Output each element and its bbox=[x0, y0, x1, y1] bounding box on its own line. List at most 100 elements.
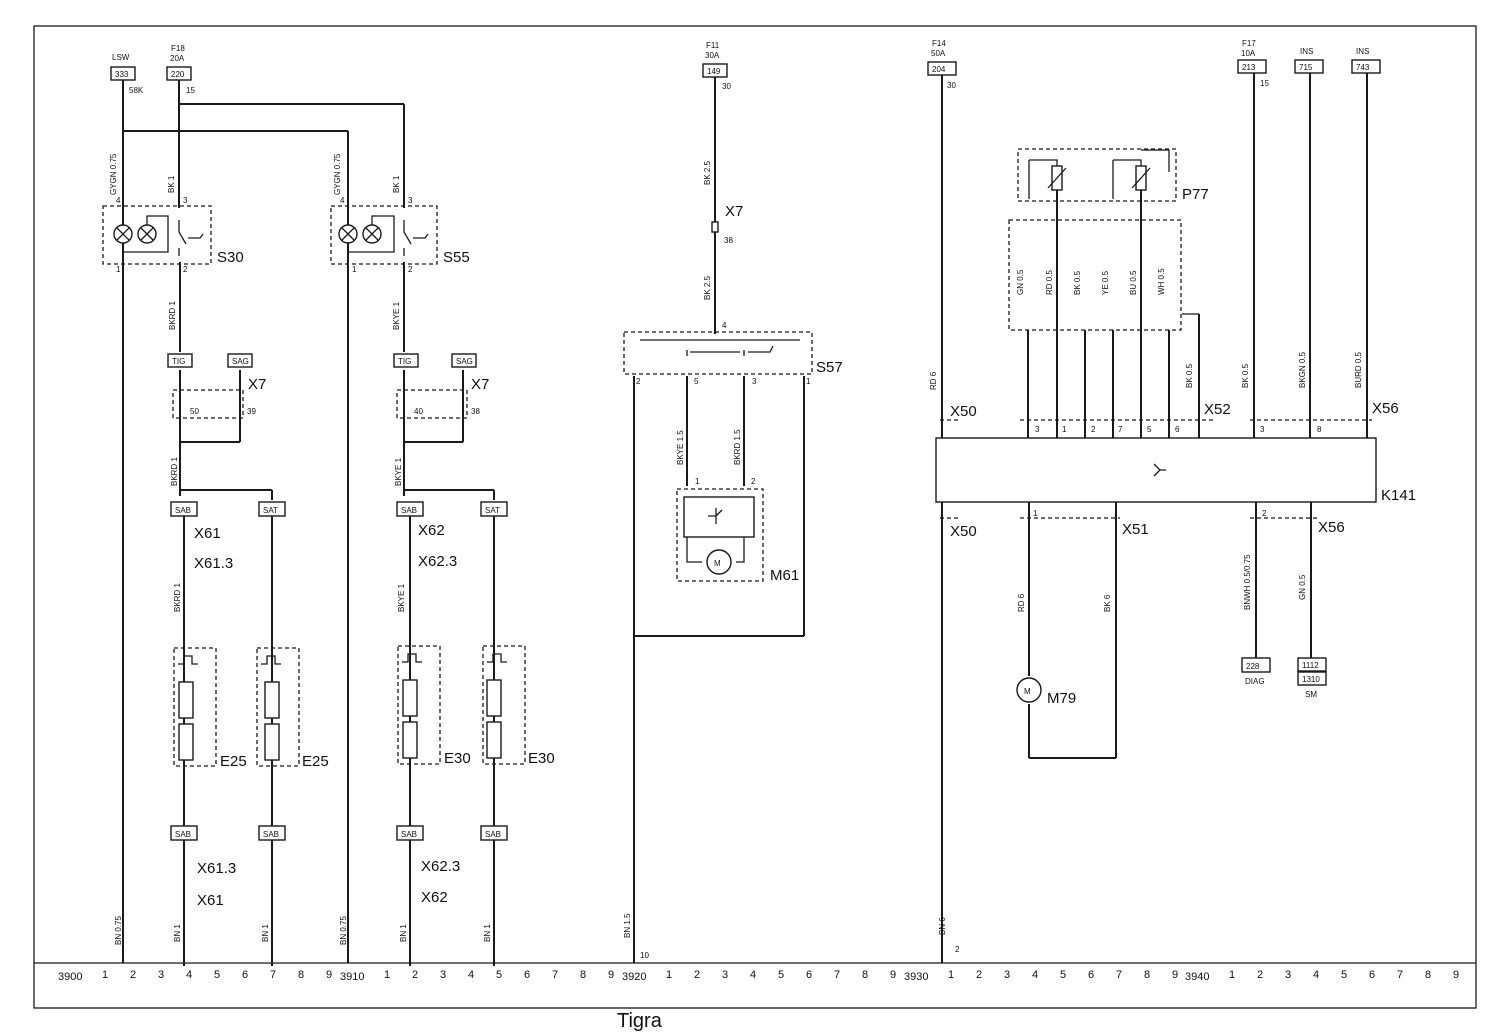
svg-text:1310: 1310 bbox=[1302, 675, 1320, 684]
svg-text:40: 40 bbox=[414, 407, 423, 416]
svg-text:2: 2 bbox=[1091, 425, 1096, 434]
svg-text:X7: X7 bbox=[248, 376, 266, 393]
svg-text:4: 4 bbox=[722, 321, 727, 330]
svg-text:333: 333 bbox=[115, 70, 129, 79]
svg-text:BKYE 1.5: BKYE 1.5 bbox=[676, 430, 685, 465]
svg-text:220: 220 bbox=[171, 70, 185, 79]
ruler-digit: 5 bbox=[1341, 969, 1347, 981]
svg-text:GN 0.5: GN 0.5 bbox=[1016, 269, 1025, 295]
ruler-digit: 2 bbox=[130, 969, 136, 981]
svg-text:1: 1 bbox=[695, 477, 700, 486]
fuse-lsw: LSW 333 58K bbox=[110, 53, 144, 95]
svg-text:SAB: SAB bbox=[401, 506, 417, 515]
svg-text:213: 213 bbox=[1242, 63, 1256, 72]
svg-text:SAG: SAG bbox=[456, 357, 473, 366]
svg-text:GN 0.5: GN 0.5 bbox=[1298, 574, 1307, 600]
ruler-digit: 3 bbox=[1285, 969, 1291, 981]
svg-text:3: 3 bbox=[1260, 425, 1265, 434]
ruler-digit: 9 bbox=[326, 969, 332, 981]
svg-text:BK 0.5: BK 0.5 bbox=[1241, 363, 1250, 388]
svg-text:BN 0.75: BN 0.75 bbox=[114, 916, 123, 945]
svg-text:X50: X50 bbox=[950, 523, 977, 540]
svg-text:6: 6 bbox=[1175, 425, 1180, 434]
svg-text:LSW: LSW bbox=[112, 53, 130, 62]
svg-text:BN 0.75: BN 0.75 bbox=[339, 916, 348, 945]
svg-text:SAT: SAT bbox=[485, 506, 500, 515]
svg-text:2: 2 bbox=[955, 945, 960, 954]
svg-text:30A: 30A bbox=[705, 51, 720, 60]
ruler-digit: 9 bbox=[1172, 969, 1178, 981]
ruler-digit: 2 bbox=[976, 969, 982, 981]
tags-e30: SAB SAT X62 X62.3 SAB SAB X62.3 X62 bbox=[396, 501, 508, 906]
svg-text:GYGN 0.75: GYGN 0.75 bbox=[333, 153, 342, 195]
svg-text:7: 7 bbox=[1118, 425, 1123, 434]
ruler-digit: 9 bbox=[608, 969, 614, 981]
ruler-digit: 5 bbox=[214, 969, 220, 981]
svg-text:X50: X50 bbox=[950, 403, 977, 420]
motor-m61: M M61 1 2 bbox=[676, 477, 799, 584]
ruler-digit: 5 bbox=[778, 969, 784, 981]
ruler-digit: 2 bbox=[412, 969, 418, 981]
svg-text:X61: X61 bbox=[197, 892, 224, 909]
ruler-digit: 4 bbox=[186, 969, 192, 981]
ruler-digit: 8 bbox=[862, 969, 868, 981]
heater-e30-b: E30 bbox=[482, 645, 555, 767]
wires-middle bbox=[633, 77, 805, 963]
svg-text:TIG: TIG bbox=[172, 357, 185, 366]
ruler-digit: 9 bbox=[890, 969, 896, 981]
ruler-digit: 3 bbox=[722, 969, 728, 981]
ruler-digit: 5 bbox=[496, 969, 502, 981]
svg-text:S57: S57 bbox=[816, 359, 843, 376]
svg-text:BKRD 1: BKRD 1 bbox=[173, 583, 182, 612]
svg-text:BK 2.5: BK 2.5 bbox=[703, 160, 712, 185]
svg-text:X51: X51 bbox=[1122, 521, 1149, 538]
svg-text:BN 1: BN 1 bbox=[261, 924, 270, 942]
svg-text:BN 1: BN 1 bbox=[483, 924, 492, 942]
wire-labels-left: GYGN 0.75 BK 1 GYGN 0.75 BK 1 BKRD 1 BKY… bbox=[109, 153, 492, 945]
svg-text:BKRD 1: BKRD 1 bbox=[170, 457, 179, 486]
ruler-digit: 3 bbox=[1004, 969, 1010, 981]
ruler-digit: 7 bbox=[270, 969, 276, 981]
svg-text:YE 0.5: YE 0.5 bbox=[1101, 270, 1110, 295]
ruler-digit: 6 bbox=[806, 969, 812, 981]
svg-text:2: 2 bbox=[1262, 509, 1267, 518]
sensor-p77: P77 bbox=[1017, 148, 1209, 203]
svg-text:30: 30 bbox=[947, 81, 956, 90]
svg-text:39: 39 bbox=[247, 407, 256, 416]
svg-text:M: M bbox=[1024, 687, 1031, 696]
svg-text:BK 0.5: BK 0.5 bbox=[1073, 270, 1082, 295]
svg-text:X61.3: X61.3 bbox=[197, 860, 236, 877]
svg-text:50A: 50A bbox=[931, 49, 946, 58]
svg-text:1: 1 bbox=[116, 265, 121, 274]
svg-text:BKYE 1: BKYE 1 bbox=[397, 583, 406, 612]
ruler-digit: 7 bbox=[1397, 969, 1403, 981]
svg-text:38: 38 bbox=[724, 236, 733, 245]
svg-text:X62: X62 bbox=[421, 889, 448, 906]
ruler-digit: 5 bbox=[1060, 969, 1066, 981]
svg-text:E25: E25 bbox=[220, 753, 247, 770]
svg-text:743: 743 bbox=[1356, 63, 1370, 72]
svg-text:BKYE 1: BKYE 1 bbox=[394, 457, 403, 486]
svg-text:BU 0.5: BU 0.5 bbox=[1129, 270, 1138, 295]
motor-m79: M M79 bbox=[1016, 677, 1076, 707]
svg-text:X62: X62 bbox=[418, 522, 445, 539]
svg-text:X56: X56 bbox=[1318, 519, 1345, 536]
ruler-digit: 6 bbox=[1088, 969, 1094, 981]
svg-text:15: 15 bbox=[1260, 79, 1269, 88]
fuse-ins-743: INS 743 bbox=[1351, 47, 1381, 74]
svg-text:1112: 1112 bbox=[1302, 661, 1319, 670]
svg-text:WH 0.5: WH 0.5 bbox=[1157, 268, 1166, 295]
svg-text:RD 6: RD 6 bbox=[929, 371, 938, 390]
svg-text:RD 0.5: RD 0.5 bbox=[1045, 270, 1054, 295]
fuse-f18: F18 20A 220 15 bbox=[166, 44, 195, 95]
ruler-digit: 3 bbox=[440, 969, 446, 981]
switch-s55: S55 4 3 1 2 bbox=[330, 196, 470, 274]
heater-e25-b: E25 bbox=[256, 647, 329, 770]
destination-sm: 1112 1310 SM bbox=[1297, 657, 1327, 699]
svg-text:X7: X7 bbox=[725, 203, 743, 220]
svg-text:X61: X61 bbox=[194, 525, 221, 542]
svg-text:1: 1 bbox=[352, 265, 357, 274]
svg-text:5: 5 bbox=[694, 377, 699, 386]
ruler-digit: 4 bbox=[1032, 969, 1038, 981]
